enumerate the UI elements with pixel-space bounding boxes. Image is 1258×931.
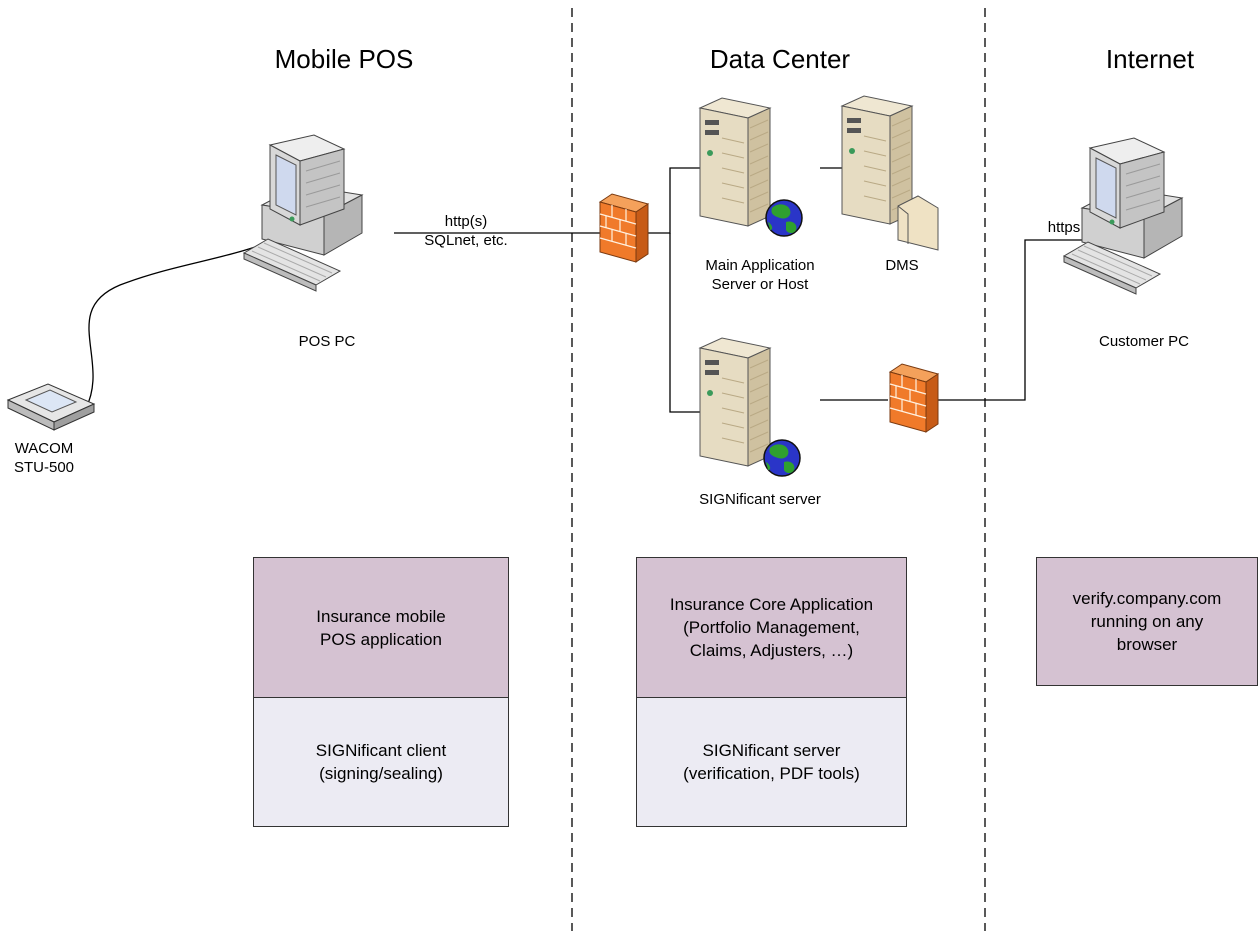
box-line: Claims, Adjusters, …) [689, 641, 854, 660]
box-insurance-core-application: Insurance Core Application (Portfolio Ma… [636, 557, 907, 698]
device-label-significant-server: SIGNificant server [699, 491, 821, 508]
box-significant-server: SIGNificant server (verification, PDF to… [636, 697, 907, 827]
server-icon [699, 337, 771, 467]
device-label-pos-pc: POS PC [298, 333, 356, 350]
box-line: running on any [1090, 612, 1204, 631]
pos-pc-icon [243, 134, 363, 292]
box-line: browser [1116, 635, 1178, 654]
connection-label-http: http(s) [444, 213, 488, 230]
box-line: Insurance Core Application [669, 595, 874, 614]
box-line: SIGNificant client [315, 741, 447, 760]
connection-label-https: https [1047, 219, 1081, 236]
server-icon [699, 97, 771, 227]
globe-icon [765, 199, 803, 237]
box-line: verify.company.com [1072, 589, 1222, 608]
document-icon [897, 195, 939, 251]
device-label-dms: DMS [885, 257, 919, 274]
device-label-main-app: Main Application [705, 257, 815, 274]
box-line: POS application [320, 629, 442, 649]
globe-icon [763, 439, 801, 477]
firewall-icon [599, 193, 649, 263]
customer-pc-icon [1063, 137, 1183, 295]
zone-title-data-center: Data Center [709, 44, 851, 74]
box-mobile-pos-application: Insurance mobile POS application [253, 557, 509, 698]
box-line: (verification, PDF tools) [683, 764, 860, 783]
connection-label-sqlnet: SQLnet, etc. [424, 232, 508, 249]
link-firewall-to-customer [938, 239, 1108, 401]
device-label-customer-pc: Customer PC [1098, 333, 1190, 350]
tablet-icon [6, 383, 96, 431]
link-backbone-to-significant [669, 233, 700, 413]
box-line: (signing/sealing) [319, 764, 443, 783]
device-label-wacom-model: STU-500 [13, 459, 75, 476]
box-verify-website: verify.company.com running on any browse… [1036, 557, 1258, 686]
wacom-cable [85, 233, 291, 409]
zone-title-mobile-pos: Mobile POS [274, 44, 414, 74]
box-line: (Portfolio Management, [683, 618, 860, 637]
zone-title-internet: Internet [1105, 44, 1195, 74]
box-line: SIGNificant server [702, 741, 841, 760]
box-significant-client: SIGNificant client (signing/sealing) [253, 697, 509, 827]
device-label-wacom: WACOM [14, 440, 74, 457]
link-firewall-to-servers [648, 167, 700, 234]
box-line: Insurance mobile [316, 606, 446, 626]
firewall-icon [889, 363, 939, 433]
device-label-main-app-host: Server or Host [711, 276, 809, 293]
